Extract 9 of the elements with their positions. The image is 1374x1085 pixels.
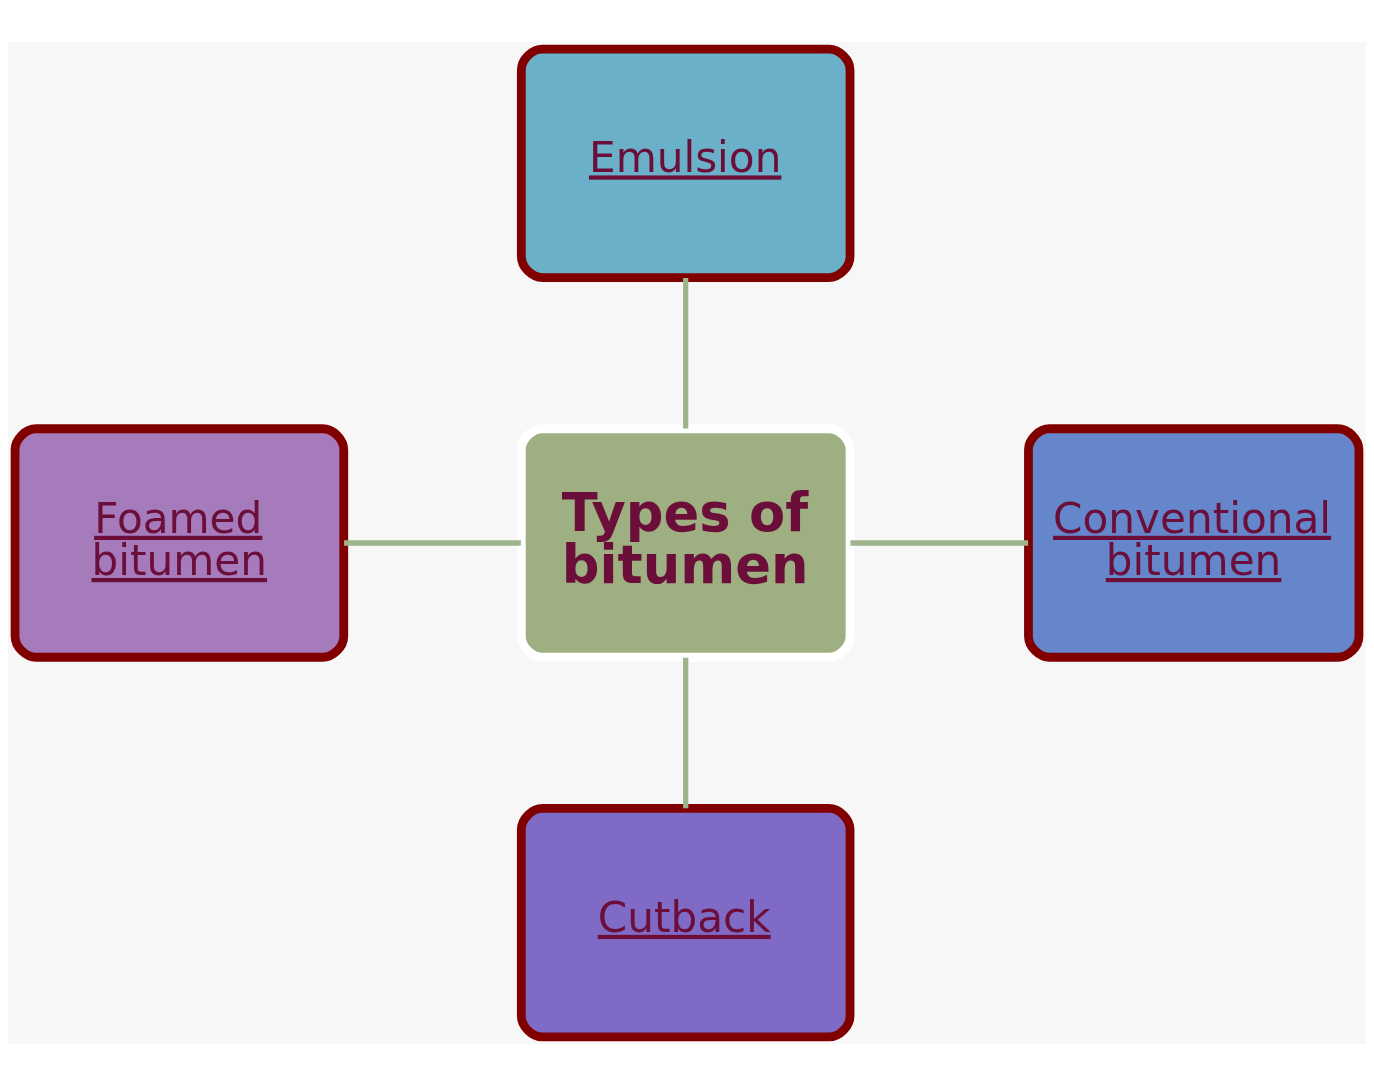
connector [850, 539, 1029, 546]
node-box: Foamed bitumen [10, 423, 349, 662]
node-box: Types of bitumen [516, 423, 855, 662]
node-box: Conventional bitumen [1024, 423, 1364, 662]
node-box: Emulsion [516, 44, 855, 282]
connector [683, 657, 689, 808]
connector [344, 539, 521, 546]
node-box: Cutback [516, 803, 855, 1041]
connector [683, 277, 689, 428]
